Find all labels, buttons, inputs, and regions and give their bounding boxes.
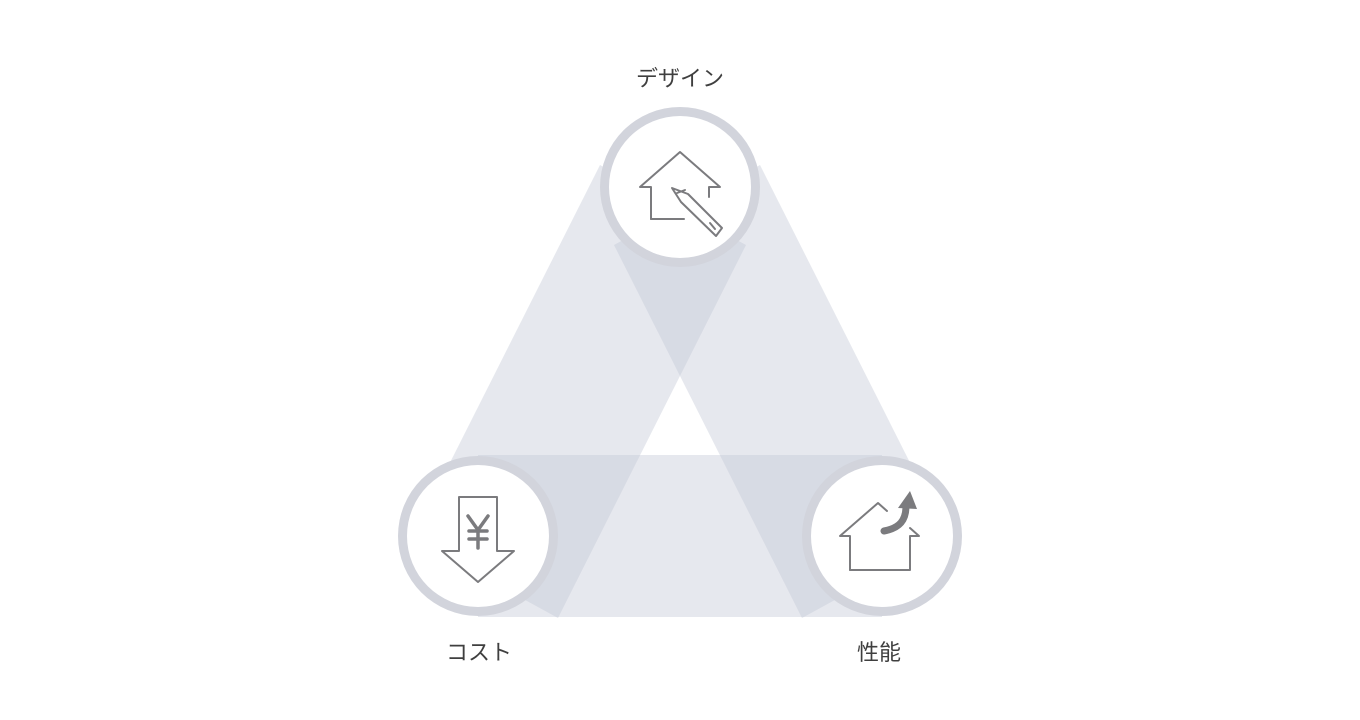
design-node — [600, 107, 760, 267]
performance-label: 性能 — [857, 641, 901, 666]
cost-node — [398, 456, 558, 616]
performance-node — [802, 456, 962, 616]
cost-label: コスト — [446, 641, 512, 666]
design-node-disc — [609, 116, 751, 258]
performance-node-disc — [811, 465, 953, 607]
band-cost-performance — [478, 455, 882, 617]
yen-down-arrow-icon — [441, 496, 515, 583]
house-pencil-icon — [639, 151, 723, 237]
house-up-arrow-icon — [839, 491, 920, 571]
design-label: デザイン — [636, 67, 724, 92]
